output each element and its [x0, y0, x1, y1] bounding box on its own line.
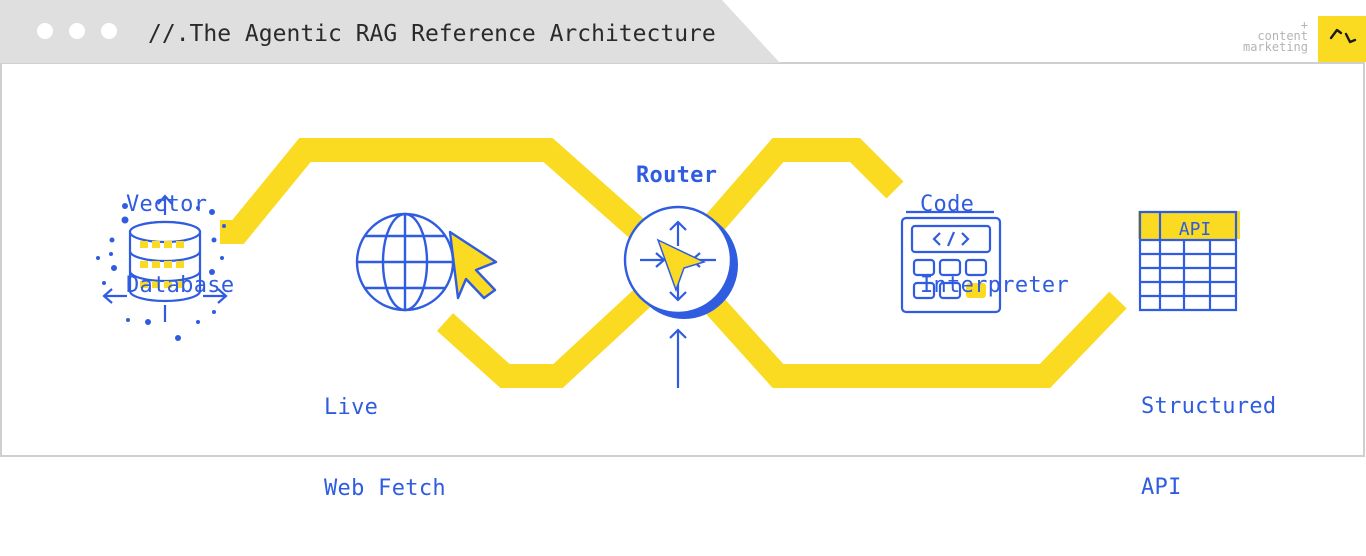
label-line: Interpreter — [920, 273, 1069, 298]
api-table-icon: API — [1138, 210, 1240, 312]
window-dot-3[interactable] — [101, 23, 117, 39]
brand-logo-icon — [1318, 16, 1366, 62]
brand-line: + — [1300, 18, 1308, 32]
window-dot-1[interactable] — [37, 23, 53, 39]
flow-path-upper — [220, 138, 904, 283]
label-line: Structured — [1141, 394, 1277, 419]
label-line: API — [1141, 475, 1182, 500]
architecture-diagram: API — [0, 0, 1366, 457]
globe-icon — [355, 212, 455, 312]
router-input-arrow — [669, 328, 687, 388]
label-code-interpreter: Code Interpreter — [920, 137, 1069, 353]
brand-line: content — [1257, 29, 1308, 43]
brand-line: marketing — [1242, 40, 1308, 54]
vector-database-icon — [96, 194, 228, 341]
title-tab — [0, 0, 780, 63]
label-vector-database: Vector Database — [126, 137, 234, 353]
label-line: Database — [126, 273, 235, 298]
page-title: //.The Agentic RAG Reference Architectur… — [148, 21, 716, 47]
code-interpreter-icon — [900, 210, 1002, 314]
label-line: Live — [324, 395, 379, 420]
label-web-fetch: Live Web Fetch — [324, 340, 446, 556]
label-structured-api: Structured API — [1141, 339, 1276, 555]
cursor-icon — [448, 230, 498, 300]
diagram-window: API //.The Agentic RAG Reference Archite… — [0, 0, 1366, 501]
label-line: Code — [920, 192, 975, 217]
window-dot-2[interactable] — [69, 23, 85, 39]
label-line: Web Fetch — [324, 476, 446, 501]
label-line: Vector — [126, 192, 208, 217]
api-badge: API — [1179, 219, 1212, 240]
label-router: Router — [636, 163, 718, 188]
brand-wordmark: + content marketing — [1242, 18, 1308, 54]
router-icon — [623, 205, 738, 388]
